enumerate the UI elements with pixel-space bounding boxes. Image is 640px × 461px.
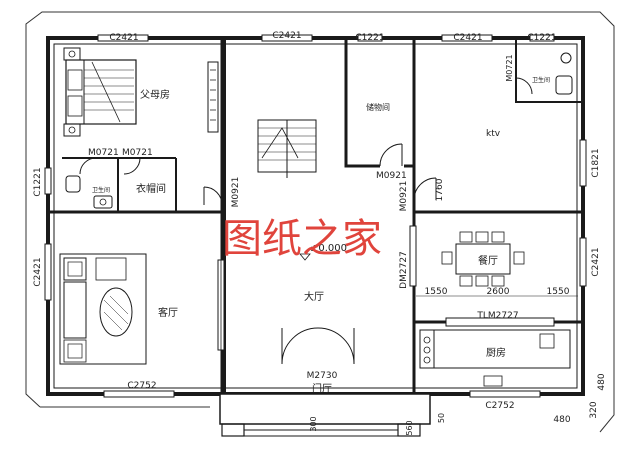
window-top-3 — [357, 34, 383, 42]
bed-fold — [91, 61, 121, 123]
dim-480-right: 480 — [597, 373, 607, 390]
kitchen-counter — [419, 329, 571, 387]
window-label-right-1: C1821 — [591, 148, 601, 177]
toilet-tr — [555, 75, 573, 95]
bed — [65, 59, 137, 125]
sink-left — [93, 195, 113, 209]
lamp-2 — [68, 126, 76, 134]
door-label-m0721-a: M0721 — [88, 148, 119, 158]
label-hall: 大厅 — [304, 290, 324, 303]
porch-step — [219, 393, 431, 425]
wall-storage — [344, 40, 380, 168]
window-label-bottom-2: C2752 — [485, 401, 514, 411]
door-label-m0921-left: M0921 — [231, 177, 241, 208]
door-main-right — [317, 327, 355, 365]
door-label-tlm2727: TLM2727 — [476, 311, 518, 321]
bed-blanket — [84, 69, 134, 111]
window-label-bottom-1: C2752 — [127, 381, 156, 391]
dim-320: 320 — [589, 401, 599, 418]
level-mark: ±0.000 — [310, 243, 347, 254]
door-main-left — [281, 327, 319, 365]
door-bath-tr — [515, 77, 533, 95]
window-label-left-1: C1221 — [33, 167, 43, 196]
window-label-top-4: C2421 — [453, 33, 482, 43]
window-label-top-3: C1221 — [355, 33, 384, 43]
watermark: 图纸之家 — [222, 216, 382, 262]
window-left-1 — [44, 167, 52, 195]
level-marker — [299, 253, 311, 261]
label-foyer: 门厅 — [312, 382, 332, 395]
door-cloak — [123, 157, 141, 175]
label-cloakroom: 衣帽间 — [136, 182, 166, 195]
outer-wall-inner-line — [53, 43, 578, 389]
sofa-set — [59, 253, 147, 365]
label-parents-room: 父母房 — [140, 88, 170, 101]
dim-560: 560 — [405, 420, 414, 435]
sliding-door-dining — [409, 225, 417, 287]
door-label-m0721-b: M0721 — [122, 148, 153, 158]
label-bath-left: 卫生间 — [92, 186, 110, 194]
nightstand-2 — [63, 123, 81, 137]
dining-table — [441, 231, 525, 287]
pillow-1 — [67, 69, 83, 91]
door-label-dm2727: DM2727 — [399, 251, 409, 289]
window-label-top-2: C2421 — [272, 31, 301, 41]
sink-left-bowl — [99, 198, 107, 206]
door-hall-left — [203, 186, 223, 206]
window-label-top-5: C1221 — [527, 33, 556, 43]
door-label-m0721-right: M0721 — [505, 54, 514, 81]
site-boundary — [25, 11, 615, 433]
label-bath-tr: 卫生间 — [532, 76, 550, 84]
label-guest-room: 客厅 — [158, 306, 178, 319]
sliding-door-kitchen — [445, 317, 555, 327]
wardrobe-hangers — [210, 69, 216, 121]
wardrobe — [207, 61, 219, 133]
dim-1550-left: 1550 — [425, 287, 448, 297]
window-top-5 — [529, 34, 555, 42]
wall-bath-tr — [515, 40, 581, 103]
window-bottom-2 — [469, 390, 541, 398]
window-top-2 — [261, 34, 313, 42]
toilet-left — [65, 175, 81, 193]
dim-1760: 1760 — [435, 178, 445, 201]
label-dining: 餐厅 — [478, 254, 498, 267]
label-kitchen: 厨房 — [486, 346, 506, 359]
pillow-2 — [67, 95, 83, 117]
porch-column-left — [221, 423, 245, 437]
door-label-m0921-center: M0921 — [376, 171, 407, 181]
window-left-2 — [44, 243, 52, 301]
door-label-m2730: M2730 — [307, 371, 338, 381]
staircase — [257, 119, 317, 178]
label-ktv: ktv — [486, 129, 501, 139]
dim-1550-right: 1550 — [547, 287, 570, 297]
label-storage: 储物间 — [366, 102, 390, 112]
door-label-m0921-vertical: M0921 — [399, 181, 409, 212]
dim-2600: 2600 — [487, 287, 510, 297]
sink-tr — [560, 52, 572, 64]
door-bath-left — [79, 157, 97, 175]
window-bottom-1 — [103, 390, 175, 398]
window-label-left-2: C2421 — [33, 257, 43, 286]
window-top-1 — [97, 34, 149, 42]
door-ktv — [413, 177, 437, 201]
dim-300: 300 — [309, 416, 318, 431]
dim-480-bottom: 480 — [553, 415, 570, 425]
window-right-1 — [579, 139, 587, 187]
door-storage — [379, 143, 403, 167]
window-top-4 — [441, 34, 493, 42]
window-label-top-1: C2421 — [109, 33, 138, 43]
window-label-right-2: C2421 — [591, 247, 601, 276]
dim-50: 50 — [437, 413, 446, 423]
nightstand-1 — [63, 47, 81, 61]
lamp-1 — [68, 50, 76, 58]
window-right-2 — [579, 237, 587, 287]
